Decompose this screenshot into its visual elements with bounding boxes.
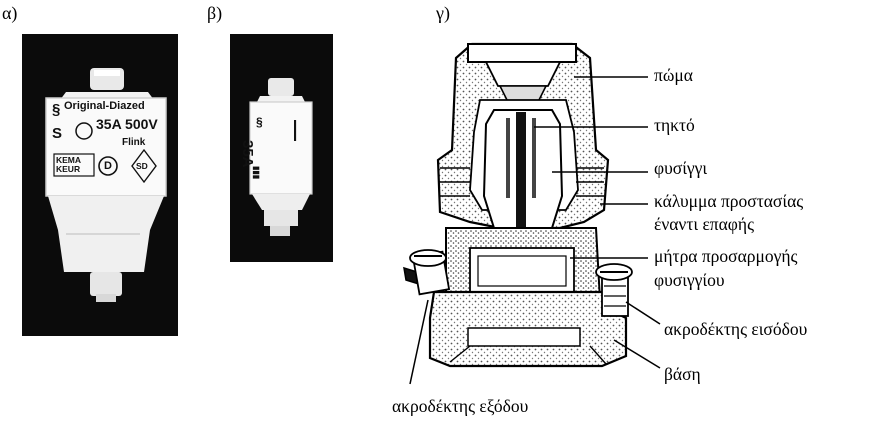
callout-cartridge: φυσίγγι: [654, 158, 708, 178]
cert-mark-icon: [75, 122, 93, 140]
fuse-cartridge: [482, 109, 564, 310]
callout-output-terminal: ακροδέκτης εξόδου: [392, 396, 529, 416]
fuse-a-text-line3: Flink: [122, 137, 146, 148]
svg-text:§: §: [256, 115, 263, 129]
fuse-a-text-line1: Original-Diazed: [64, 100, 145, 112]
callout-leaders: [409, 76, 661, 385]
svg-text:S: S: [52, 125, 62, 142]
output-terminal-screw-icon: [403, 249, 451, 296]
callout-base: βάση: [664, 364, 701, 384]
fuse-a-text-line2: 35A 500V: [96, 116, 158, 132]
fuse-photo-b: § ▮▮▮ ▬▬▬ 35A: [230, 34, 333, 262]
fuse-b-drawing: § ▮▮▮ ▬▬▬: [249, 78, 313, 236]
fuse-a-text-mark1: KEMA KEUR: [56, 155, 81, 174]
fuse-a-text-mark3: SD: [136, 161, 148, 171]
panel-label-c: γ): [436, 3, 450, 23]
callout-gauge-line1: μήτρα προσαρμογής: [654, 246, 798, 266]
base-body: [403, 227, 633, 368]
svg-text:§: §: [52, 101, 60, 118]
panel-label-a: α): [2, 3, 18, 23]
callout-input-terminal: ακροδέκτης εισόδου: [664, 319, 808, 339]
callout-gauge-line2: φυσιγγίου: [654, 270, 725, 290]
panel-label-b: β): [207, 3, 223, 23]
svg-text:▮▮▮: ▮▮▮: [252, 166, 261, 179]
callout-cover-line2: έναντι επαφής: [654, 214, 754, 234]
callout-cover-line1: κάλυμμα προστασίας: [654, 191, 804, 211]
fuse-a-text-mark2: D: [104, 160, 112, 172]
callout-cap: πώμα: [654, 65, 693, 85]
svg-text:▬▬▬: ▬▬▬: [292, 120, 299, 141]
fuse-photo-a: § S Original-Diazed 35A 500V Flink KEMA …: [22, 34, 178, 336]
input-terminal-screw-icon: [595, 263, 633, 317]
fuse-a-drawing: § S: [45, 68, 167, 302]
sd-mark-icon: [131, 148, 157, 184]
callout-fuse-element: τηκτό: [654, 115, 695, 135]
d-mark-icon: [98, 156, 118, 176]
